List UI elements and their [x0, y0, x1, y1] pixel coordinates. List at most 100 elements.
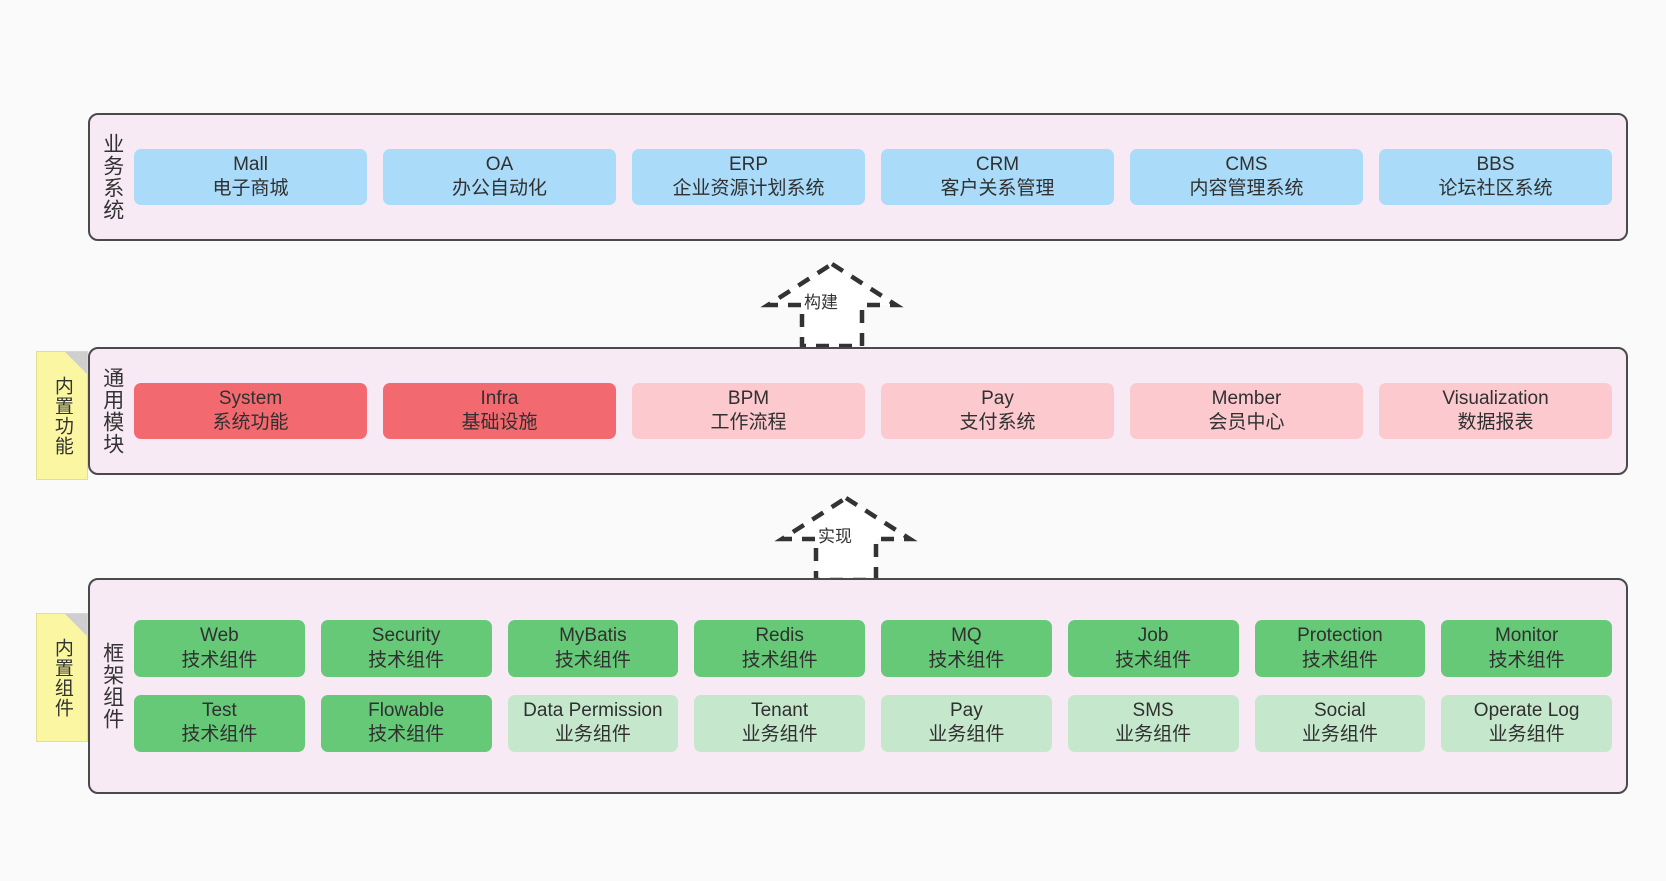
module-box-title: Operate Log — [1473, 700, 1580, 721]
module-box-subtitle: 技术组件 — [181, 649, 258, 671]
module-box-title: MyBatis — [559, 625, 627, 647]
module-box-subtitle: 业务组件 — [741, 724, 818, 746]
layer-common-module-title: 通用模块 — [100, 367, 124, 455]
sticky-fold-icon — [65, 352, 87, 374]
module-box-title: SMS — [1132, 700, 1174, 721]
module-box-social[interactable]: Social 业务组件 — [1254, 695, 1426, 752]
module-box-protection[interactable]: Protection 技术组件 — [1254, 620, 1426, 677]
arrow-implement-icon — [774, 495, 918, 583]
module-box-title: Job — [1137, 625, 1169, 647]
module-box-title: Security — [371, 625, 441, 647]
sticky-note-builtin-function: 内置功能 — [36, 351, 88, 480]
module-box-sms[interactable]: SMS 业务组件 — [1067, 695, 1239, 752]
module-box-subtitle: 企业资源计划系统 — [672, 178, 825, 199]
layer-framework-component: 框架组件 Web 技术组件 Security 技术组件 MyBatis 技术组件… — [88, 578, 1628, 794]
module-box-pay-business[interactable]: Pay 业务组件 — [881, 695, 1052, 752]
module-box-web[interactable]: Web 技术组件 — [134, 620, 305, 677]
module-box-subtitle: 系统功能 — [212, 412, 289, 433]
module-box-job[interactable]: Job 技术组件 — [1067, 620, 1239, 677]
module-box-subtitle: 内容管理系统 — [1189, 178, 1304, 199]
module-box-subtitle: 技术组件 — [368, 724, 445, 746]
module-box-title: OA — [485, 153, 514, 175]
arrow-build: 构建 — [752, 258, 912, 350]
module-box-title: Web — [200, 625, 239, 647]
sticky-note-label: 内置功能 — [51, 375, 73, 456]
module-box-redis[interactable]: Redis 技术组件 — [694, 620, 865, 677]
module-box-member[interactable]: Member 会员中心 — [1130, 382, 1363, 440]
layer-business-system-title: 业务系统 — [100, 133, 124, 221]
module-box-title: Flowable — [368, 700, 445, 721]
arrow-implement: 实现 — [766, 492, 926, 584]
module-box-subtitle: 客户关系管理 — [940, 178, 1055, 199]
module-box-subtitle: 技术组件 — [928, 649, 1005, 671]
sticky-fold-icon — [65, 614, 87, 636]
layer-business-system-row: Mall 电子商城 OA 办公自动化 ERP 企业资源计划系统 CRM 客户关系… — [134, 148, 1612, 206]
module-box-monitor[interactable]: Monitor 技术组件 — [1441, 620, 1612, 677]
module-box-subtitle: 业务组件 — [1115, 724, 1192, 746]
module-box-subtitle: 技术组件 — [741, 649, 818, 671]
module-box-subtitle: 技术组件 — [181, 724, 258, 746]
layer-framework-component-row-tech: Web 技术组件 Security 技术组件 MyBatis 技术组件 Redi… — [134, 620, 1612, 677]
module-box-title: MQ — [951, 625, 982, 647]
sticky-note-label: 内置组件 — [51, 637, 73, 718]
module-box-pay[interactable]: Pay 支付系统 — [881, 382, 1114, 440]
module-box-title: Tenant — [751, 700, 809, 721]
module-box-title: Pay — [950, 700, 983, 721]
module-box-subtitle: 论坛社区系统 — [1438, 178, 1553, 199]
module-box-subtitle: 办公自动化 — [451, 178, 547, 199]
layer-framework-component-body: Web 技术组件 Security 技术组件 MyBatis 技术组件 Redi… — [134, 580, 1626, 792]
module-box-subtitle: 基础设施 — [461, 412, 538, 433]
module-box-subtitle: 业务组件 — [1301, 724, 1378, 746]
module-box-title: Social — [1314, 700, 1366, 721]
module-box-erp[interactable]: ERP 企业资源计划系统 — [632, 148, 865, 206]
module-box-title: Mall — [233, 153, 268, 175]
module-box-subtitle: 业务组件 — [928, 724, 1005, 746]
module-box-subtitle: 数据报表 — [1457, 412, 1534, 433]
module-box-subtitle: 技术组件 — [1301, 649, 1378, 671]
module-box-visualization[interactable]: Visualization 数据报表 — [1379, 382, 1612, 440]
module-box-title: BBS — [1476, 153, 1515, 175]
module-box-title: Test — [201, 700, 237, 721]
layer-framework-component-title: 框架组件 — [100, 642, 124, 730]
module-box-title: Redis — [755, 625, 804, 647]
module-box-bbs[interactable]: BBS 论坛社区系统 — [1379, 148, 1612, 206]
module-box-tenant[interactable]: Tenant 业务组件 — [694, 695, 865, 752]
module-box-cms[interactable]: CMS 内容管理系统 — [1130, 148, 1363, 206]
module-box-title: BPM — [727, 387, 770, 409]
layer-common-module-row: System 系统功能 Infra 基础设施 BPM 工作流程 Pay 支付系统… — [134, 382, 1612, 440]
module-box-subtitle: 技术组件 — [1115, 649, 1192, 671]
module-box-title: Member — [1211, 387, 1282, 409]
module-box-subtitle: 支付系统 — [959, 412, 1036, 433]
module-box-system[interactable]: System 系统功能 — [134, 382, 367, 440]
module-box-data-permission[interactable]: Data Permission 业务组件 — [507, 695, 679, 752]
module-box-title: CRM — [975, 153, 1020, 175]
module-box-mall[interactable]: Mall 电子商城 — [134, 148, 367, 206]
arrow-implement-label: 实现 — [818, 527, 852, 546]
module-box-mybatis[interactable]: MyBatis 技术组件 — [507, 620, 679, 677]
module-box-title: ERP — [728, 153, 769, 175]
module-box-bpm[interactable]: BPM 工作流程 — [632, 382, 865, 440]
module-box-security[interactable]: Security 技术组件 — [320, 620, 492, 677]
module-box-operate-log[interactable]: Operate Log 业务组件 — [1441, 695, 1612, 752]
layer-framework-component-row-business: Test 技术组件 Flowable 技术组件 Data Permission … — [134, 695, 1612, 752]
module-box-subtitle: 技术组件 — [554, 649, 631, 671]
module-box-title: Infra — [480, 387, 519, 409]
module-box-title: Pay — [981, 387, 1014, 409]
module-box-oa[interactable]: OA 办公自动化 — [383, 148, 616, 206]
module-box-subtitle: 技术组件 — [1488, 649, 1565, 671]
layer-business-system: 业务系统 Mall 电子商城 OA 办公自动化 ERP 企业资源计划系统 CRM… — [88, 113, 1628, 241]
module-box-infra[interactable]: Infra 基础设施 — [383, 382, 616, 440]
module-box-crm[interactable]: CRM 客户关系管理 — [881, 148, 1114, 206]
module-box-title: Data Permission — [523, 700, 663, 721]
module-box-title: Protection — [1297, 625, 1383, 647]
module-box-subtitle: 会员中心 — [1208, 412, 1285, 433]
module-box-test[interactable]: Test 技术组件 — [134, 695, 305, 752]
layer-business-system-body: Mall 电子商城 OA 办公自动化 ERP 企业资源计划系统 CRM 客户关系… — [134, 115, 1626, 239]
module-box-title: System — [218, 387, 283, 409]
module-box-subtitle: 电子商城 — [212, 178, 289, 199]
arrow-build-label: 构建 — [804, 293, 838, 312]
layer-common-module-body: System 系统功能 Infra 基础设施 BPM 工作流程 Pay 支付系统… — [134, 349, 1626, 473]
module-box-flowable[interactable]: Flowable 技术组件 — [320, 695, 492, 752]
module-box-mq[interactable]: MQ 技术组件 — [881, 620, 1052, 677]
sticky-note-builtin-component: 内置组件 — [36, 613, 88, 742]
